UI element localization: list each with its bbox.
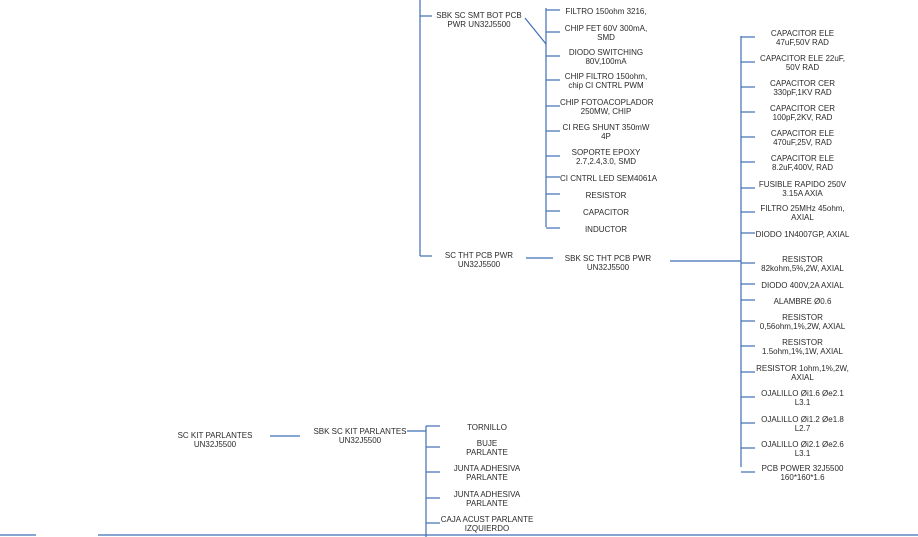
kit-ticks [426,425,440,524]
tht_items-item: ALAMBRE Ø0.6 [773,296,832,306]
node-tht-sbk: SBK SC THT PCB PWR UN32J5500 [564,254,652,272]
node-kit-sbk: SBK SC KIT PARLANTES UN32J5500 [313,427,407,445]
tht_items-item: DIODO 400V,2A AXIAL [761,280,844,290]
smt-diagonal [524,17,547,45]
tht_items-item: OJALILLO Øi2.1 Øe2.6 L3.1 [761,440,844,458]
tht_items-item: RESISTOR 1.5ohm,1%,1W, AXIAL [762,338,843,356]
kit_items-item: TORNILLO [467,422,507,432]
smt_items-item: CI REG SHUNT 350mW 4P [562,123,650,141]
tht_items-item: CAPACITOR ELE 8.2uF,400V, RAD [770,154,835,172]
smt_items-item: CAPACITOR [583,207,629,217]
tht_items-item: FUSIBLE RAPIDO 250V 3.15A AXIA [758,180,847,198]
tht_items-item: CAPACITOR ELE 47uF,50V RAD [770,29,835,47]
tht_items-item: CAPACITOR ELE 470uF,25V, RAD [770,129,835,147]
tht_items-item: RESISTOR 1ohm,1%,2W, AXIAL [756,364,849,382]
smt_items-item: CHIP FET 60V 300mA, SMD [564,24,648,42]
tht_items-item: PCB POWER 32J5500 160*160*1.6 [761,464,844,482]
smt_items-item: RESISTOR [585,190,627,200]
smt_items-item: CHIP FOTOACOPLADOR 250MW, CHIP [560,98,654,116]
node-tht-parent: SC THT PCB PWR UN32J5500 [444,251,514,269]
tht_items-item: CAPACITOR CER 330pF,1KV RAD [769,79,836,97]
smt_items-item: CHIP FILTRO 150ohm, chip CI CNTRL PWM [564,72,648,90]
tht_items-item: OJALILLO Øi1.6 Øe2.1 L3.1 [761,389,844,407]
tht_items-item: DIODO 1N4007GP, AXIAL [755,229,850,239]
smt_items-item: INDUCTOR [584,224,628,234]
kit_items-item: JUNTA ADHESIVA PARLANTE [453,464,521,482]
tht_items-item: RESISTOR 82kohm,5%,2W, AXIAL [761,255,844,273]
tht_items-item: OJALILLO Øi1.2 Øe1.8 L2.7 [761,415,844,433]
tht_items-item: CAPACITOR ELE 22uF, 50V RAD [759,54,846,72]
smt_items-item: DIODO SWITCHING 80V,100mA [568,48,644,66]
tht-ticks [741,36,755,473]
tht_items-item: CAPACITOR CER 100pF,2KV, RAD [769,104,836,122]
tht_items-item: RESISTOR 0,56ohm,1%,2W, AXIAL [759,313,846,331]
smt_items-item: SOPORTE EPOXY 2.7,2.4,3.0, SMD [571,148,641,166]
smt_items-item: CI CNTRL LED SEM4061A [560,173,658,183]
kit_items-item: JUNTA ADHESIVA PARLANTE [453,490,521,508]
smt_items-item: FILTRO 150ohm 3216, [565,6,647,16]
tht_items-item: FILTRO 25MHz 45ohm, AXIAL [760,204,845,222]
node-kit-parent: SC KIT PARLANTES UN32J5500 [177,431,253,449]
kit_items-item: CAJA ACUST PARLANTE IZQUIERDO [440,515,534,533]
kit_items-item: BUJE PARLANTE [466,439,508,457]
smt-ticks [546,9,560,229]
node-smt-parent: SBK SC SMT BOT PCB PWR UN32J5500 [436,11,522,29]
